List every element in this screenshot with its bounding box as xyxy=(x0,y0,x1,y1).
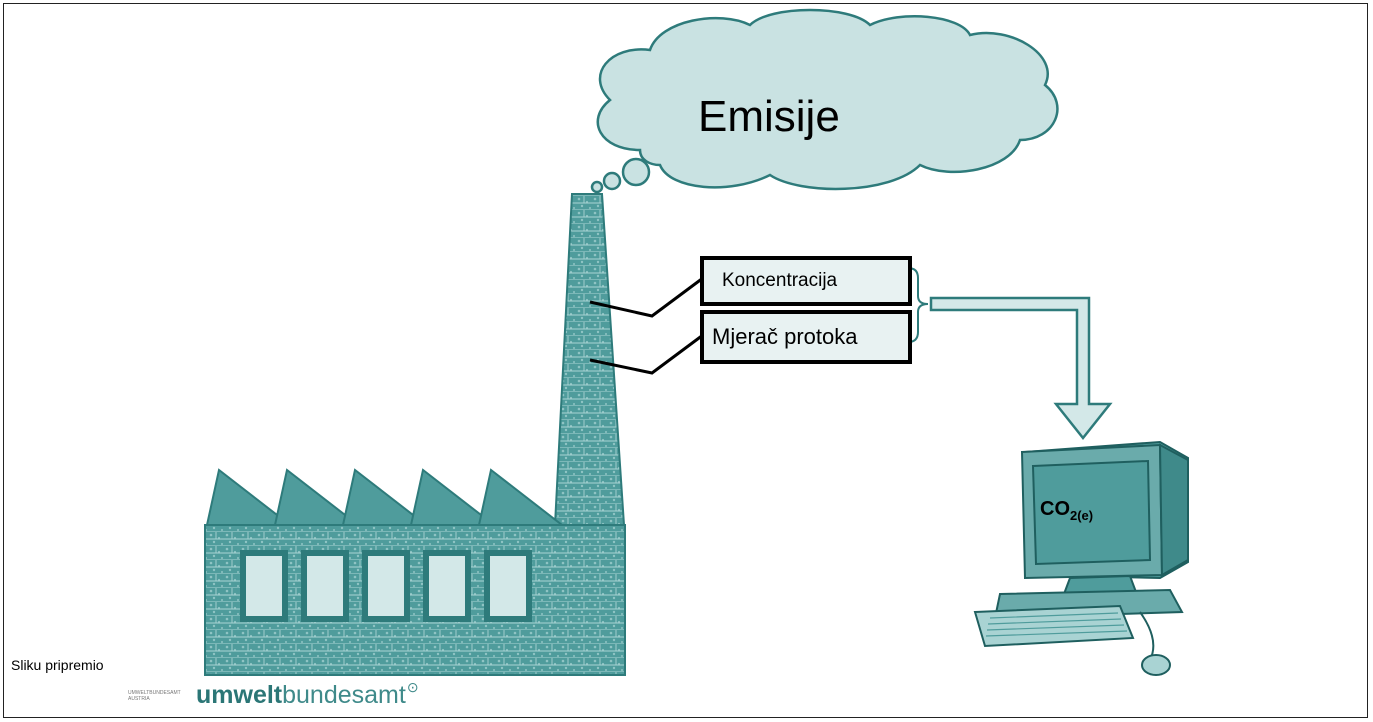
logo-light-text: bundesamt xyxy=(282,681,406,709)
cloud-icon xyxy=(590,8,1059,194)
concentration-sensor-box: Koncentracija xyxy=(700,256,912,306)
monitor-co2-label: CO2(e) xyxy=(1040,498,1094,523)
credit-text: Sliku pripremio xyxy=(11,657,104,673)
umweltbundesamt-logo: UMWELTBUNDESAMT AUSTRIA umwelt bundesamt… xyxy=(128,679,419,710)
logo-bold-text: umwelt xyxy=(196,681,283,709)
sensor-lines xyxy=(589,276,704,375)
bracket-icon xyxy=(907,267,929,343)
logo-mark-icon: ⊙ xyxy=(406,679,419,695)
concentration-label: Koncentracija xyxy=(722,270,838,291)
cloud-label: Emisije xyxy=(698,92,840,141)
slide-frame xyxy=(3,3,1368,718)
computer-icon xyxy=(973,440,1189,676)
factory-icon xyxy=(204,193,626,676)
logo-small-text: UMWELTBUNDESAMT AUSTRIA xyxy=(128,690,181,702)
arrow-icon xyxy=(929,296,1113,441)
flow-meter-label: Mjerač protoka xyxy=(712,324,858,349)
flow-meter-box: Mjerač protoka xyxy=(700,310,912,364)
